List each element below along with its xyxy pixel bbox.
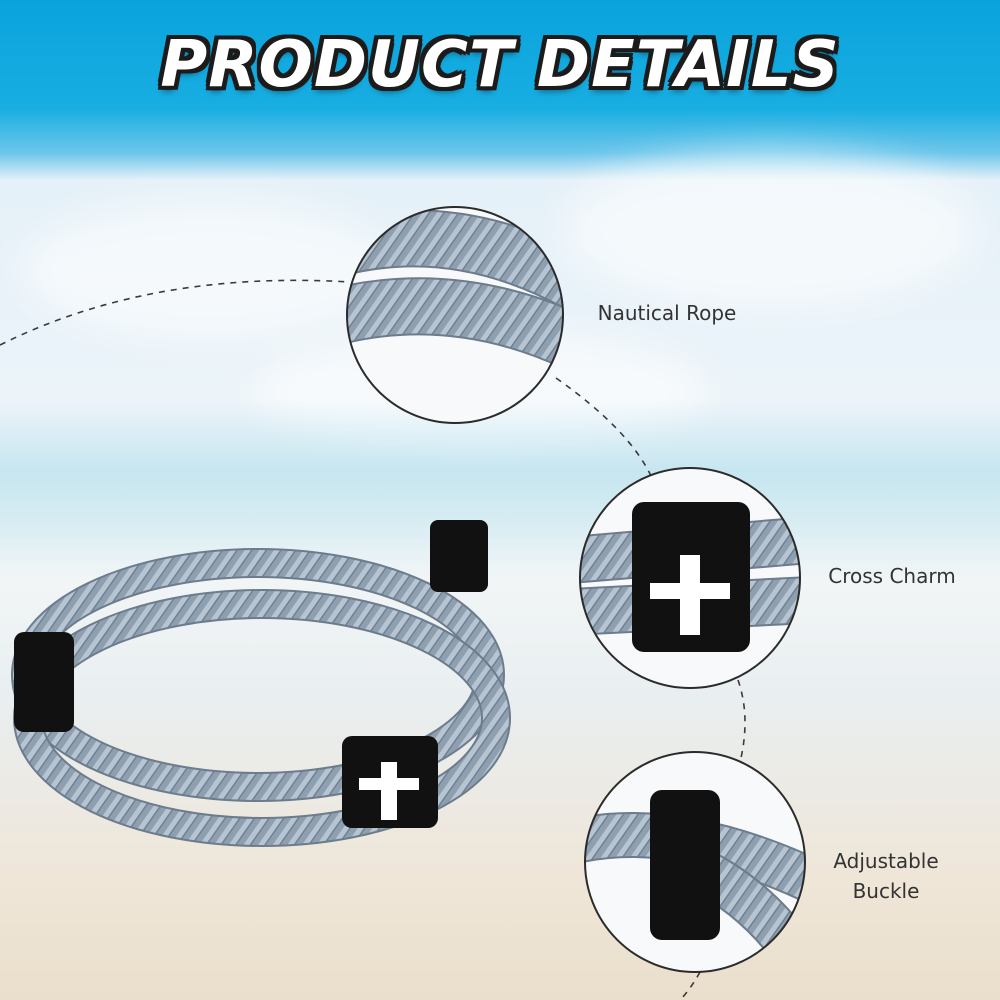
buckle-charm-top <box>430 520 488 592</box>
callout-label-adjustable-buckle: Adjustable Buckle <box>820 846 952 906</box>
callout-label-line: Buckle <box>852 879 920 903</box>
callout-label-nautical-rope: Nautical Rope <box>597 301 737 325</box>
bracelet-main-image <box>11 520 511 847</box>
dashed-guide-arc <box>555 377 653 479</box>
callout-buckle-image <box>584 751 806 973</box>
cross-icon <box>650 555 730 635</box>
callout-cross-charm-image <box>579 467 801 689</box>
dashed-guide-arc <box>737 679 746 771</box>
dashed-guide-arc <box>679 971 701 1000</box>
callout-label-line: Adjustable <box>833 849 939 873</box>
cloud-decoration <box>20 200 400 340</box>
callout-rope-image <box>346 206 564 424</box>
header-banner <box>0 0 1000 180</box>
sea-background <box>0 400 1000 580</box>
buckle-charm-left <box>14 632 74 732</box>
callout-label-cross-charm: Cross Charm <box>828 564 956 588</box>
page-title: PRODUCT DETAILS <box>160 28 840 102</box>
cloud-decoration <box>560 150 980 310</box>
cross-icon <box>359 762 419 820</box>
dashed-guide-arc <box>0 279 351 346</box>
